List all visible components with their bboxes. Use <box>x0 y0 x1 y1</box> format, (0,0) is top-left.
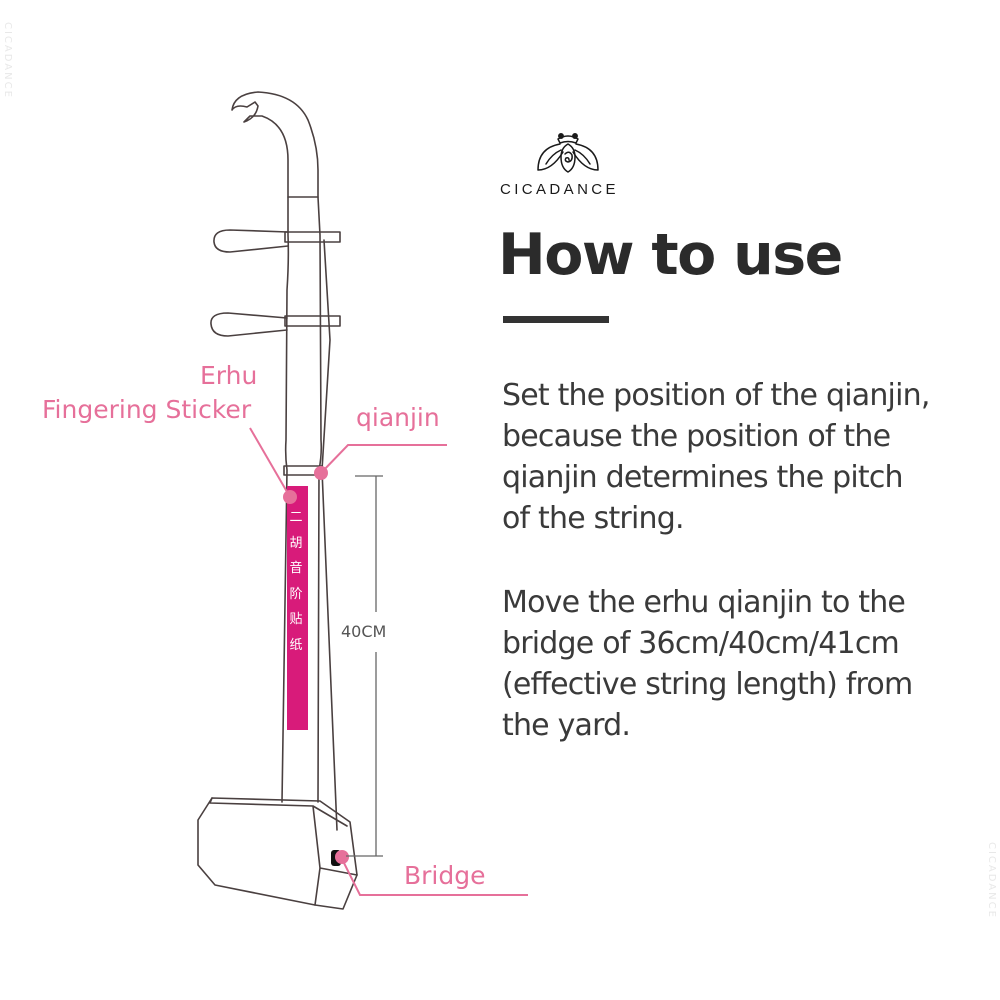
erhu-lower-peg <box>210 312 288 337</box>
watermark: CICADANCE <box>986 842 997 919</box>
paragraph-line: Move the erhu qianjin to the <box>502 585 906 620</box>
brand-name: CICADANCE <box>500 181 619 198</box>
erhu-sound-box <box>197 797 358 910</box>
bridge-callout-dot <box>335 850 349 864</box>
page-title: How to use <box>498 222 843 288</box>
paragraph-line: Set the position of the qianjin, <box>502 378 930 413</box>
instruction-paragraph: Move the erhu qianjin to the bridge of 3… <box>502 582 998 746</box>
string-length-label: 40CM <box>341 622 387 641</box>
watermark: CICADANCE <box>2 22 13 99</box>
qianjin-callout-dot <box>314 466 328 480</box>
title-underline <box>503 316 609 323</box>
sticker-callout-line <box>249 427 291 498</box>
erhu-upper-peg <box>213 229 289 253</box>
qianjin-label: qianjin <box>356 403 440 432</box>
sticker-label-line2: Fingering Sticker <box>42 395 252 424</box>
erhu-lower-peg-band <box>284 315 341 327</box>
bridge-callout-line <box>340 856 528 896</box>
bridge-label: Bridge <box>404 861 486 890</box>
sticker-char: 二 <box>289 510 303 525</box>
sticker-char: 阶 <box>289 586 303 602</box>
sticker-label-line1: Erhu <box>200 361 258 390</box>
sticker-callout-dot <box>283 490 297 504</box>
paragraph-line: (effective string length) from <box>502 667 913 702</box>
sticker-char: 胡 <box>289 535 303 551</box>
erhu-scroll-head <box>231 91 319 198</box>
erhu-sound-box-edge <box>209 797 358 906</box>
paragraph-line: of the string. <box>502 501 684 536</box>
cicada-logo-icon <box>537 133 599 173</box>
erhu-upper-peg-band <box>284 231 341 243</box>
instruction-paragraph: Set the position of the qianjin, because… <box>502 375 998 539</box>
erhu-string <box>321 239 338 831</box>
sticker-text: 二 胡 音 阶 贴 纸 <box>285 505 307 658</box>
paragraph-line: the yard. <box>502 708 631 743</box>
qianjin-callout-line <box>320 444 447 474</box>
paragraph-line: because the position of the <box>502 419 891 454</box>
fingering-sticker <box>287 486 308 730</box>
paragraph-line: bridge of 36cm/40cm/41cm <box>502 626 900 661</box>
sticker-char: 贴 <box>289 612 303 627</box>
sticker-char: 音 <box>289 561 303 576</box>
sticker-char: 纸 <box>289 637 303 653</box>
paragraph-line: qianjin determines the pitch <box>502 460 904 495</box>
